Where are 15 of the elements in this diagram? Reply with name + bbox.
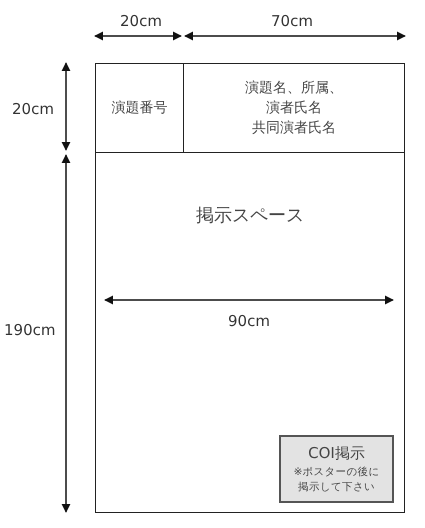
display-area-box	[95, 152, 405, 513]
dimension-label: 70cm	[271, 12, 313, 30]
dimension-label: 20cm	[120, 12, 162, 30]
box-heading: 掲示スペース	[196, 204, 304, 228]
box-text: ※ポスターの後に掲示して下さい	[292, 464, 380, 495]
number-area-box	[95, 63, 184, 153]
dimension-label: 90cm	[228, 312, 270, 330]
box-heading: COI掲示	[308, 442, 365, 464]
coi-notice-box	[279, 435, 394, 503]
dimension-label: 20cm	[12, 100, 54, 118]
box-text: 共同演者氏名	[252, 119, 336, 138]
dimension-label: 190cm	[4, 321, 56, 339]
box-heading: 演題名、所属、演者氏名	[244, 78, 344, 118]
box-heading: 演題番号	[112, 98, 168, 118]
title-area-box	[183, 63, 405, 153]
